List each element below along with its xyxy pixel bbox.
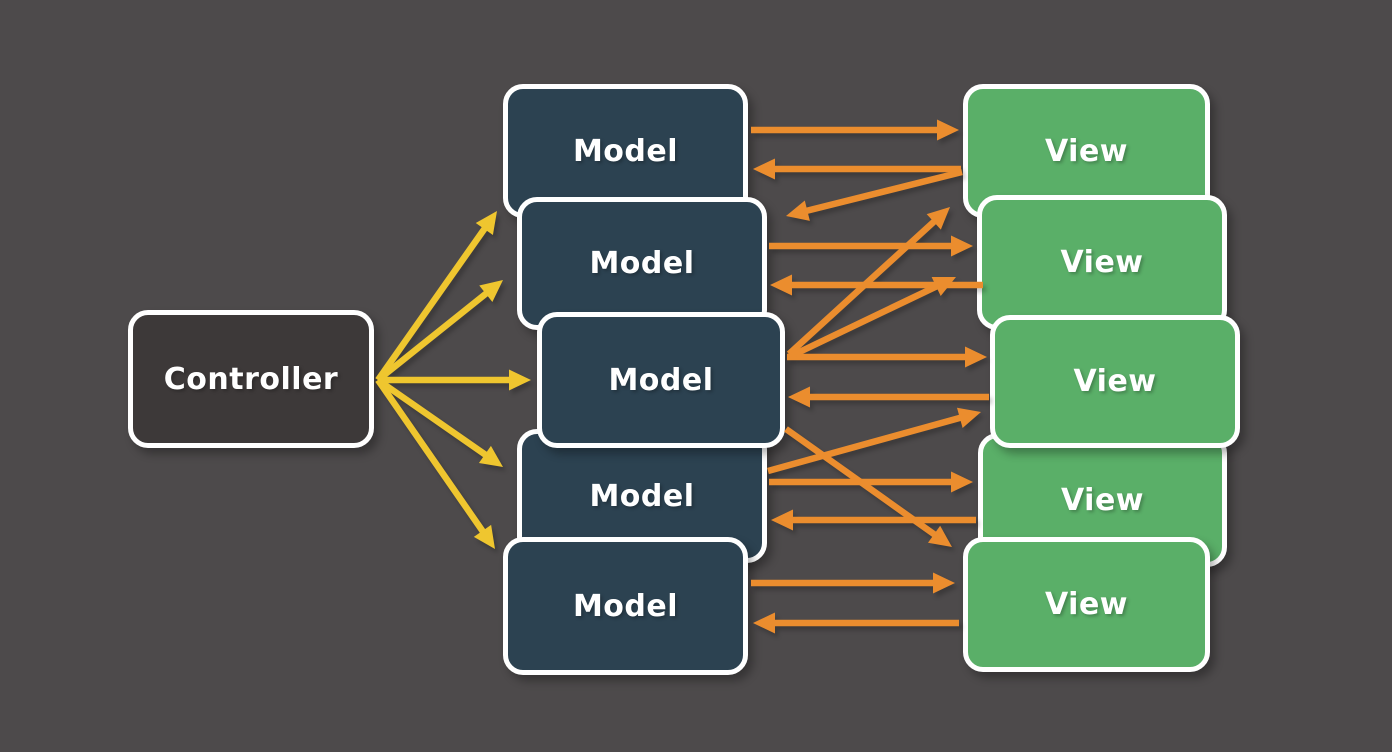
edge-model3-to-view1 [786, 207, 950, 357]
node-label: Model [572, 133, 679, 169]
node-view2: View [977, 195, 1227, 330]
edge-view2-to-model2 [770, 274, 983, 296]
edge-model3-to-view3 [787, 346, 987, 368]
node-label: Model [589, 478, 695, 514]
edge-view5-to-model5 [753, 612, 959, 634]
node-label: Model [608, 362, 714, 398]
node-label: View [1060, 482, 1145, 518]
edge-model4-to-view3 [767, 407, 981, 475]
edge-model4-to-view4 [769, 471, 973, 493]
edge-view1-to-model2 [786, 168, 963, 221]
node-view5: View [963, 537, 1210, 672]
node-label: View [1073, 364, 1157, 399]
edge-view3-to-model3 [788, 386, 989, 408]
edge-view4-to-model4 [771, 509, 976, 531]
edge-controller-to-model3 [378, 369, 531, 391]
node-view3: View [990, 315, 1240, 448]
edge-model1-to-view1 [751, 119, 959, 141]
node-label: View [1044, 587, 1129, 622]
edge-controller-to-model2 [375, 280, 503, 383]
edge-controller-to-model5 [375, 378, 495, 549]
edge-view1-to-model1 [753, 158, 961, 180]
edge-model2-to-view2 [769, 235, 973, 257]
node-model2: Model [517, 197, 767, 330]
node-model3: Model [537, 312, 785, 448]
node-controller: Controller [128, 310, 374, 448]
node-label: Controller [163, 361, 339, 397]
edge-controller-to-model4 [376, 377, 503, 467]
node-model5: Model [503, 537, 748, 675]
edge-controller-to-model1 [375, 211, 497, 382]
node-label: Model [572, 588, 679, 624]
edge-model3-to-view5 [784, 426, 952, 547]
node-label: Model [589, 246, 695, 281]
node-label: View [1060, 245, 1144, 280]
edge-model3-to-view2 [787, 277, 956, 360]
node-label: View [1044, 133, 1129, 169]
edge-model5-to-view5 [751, 572, 955, 594]
